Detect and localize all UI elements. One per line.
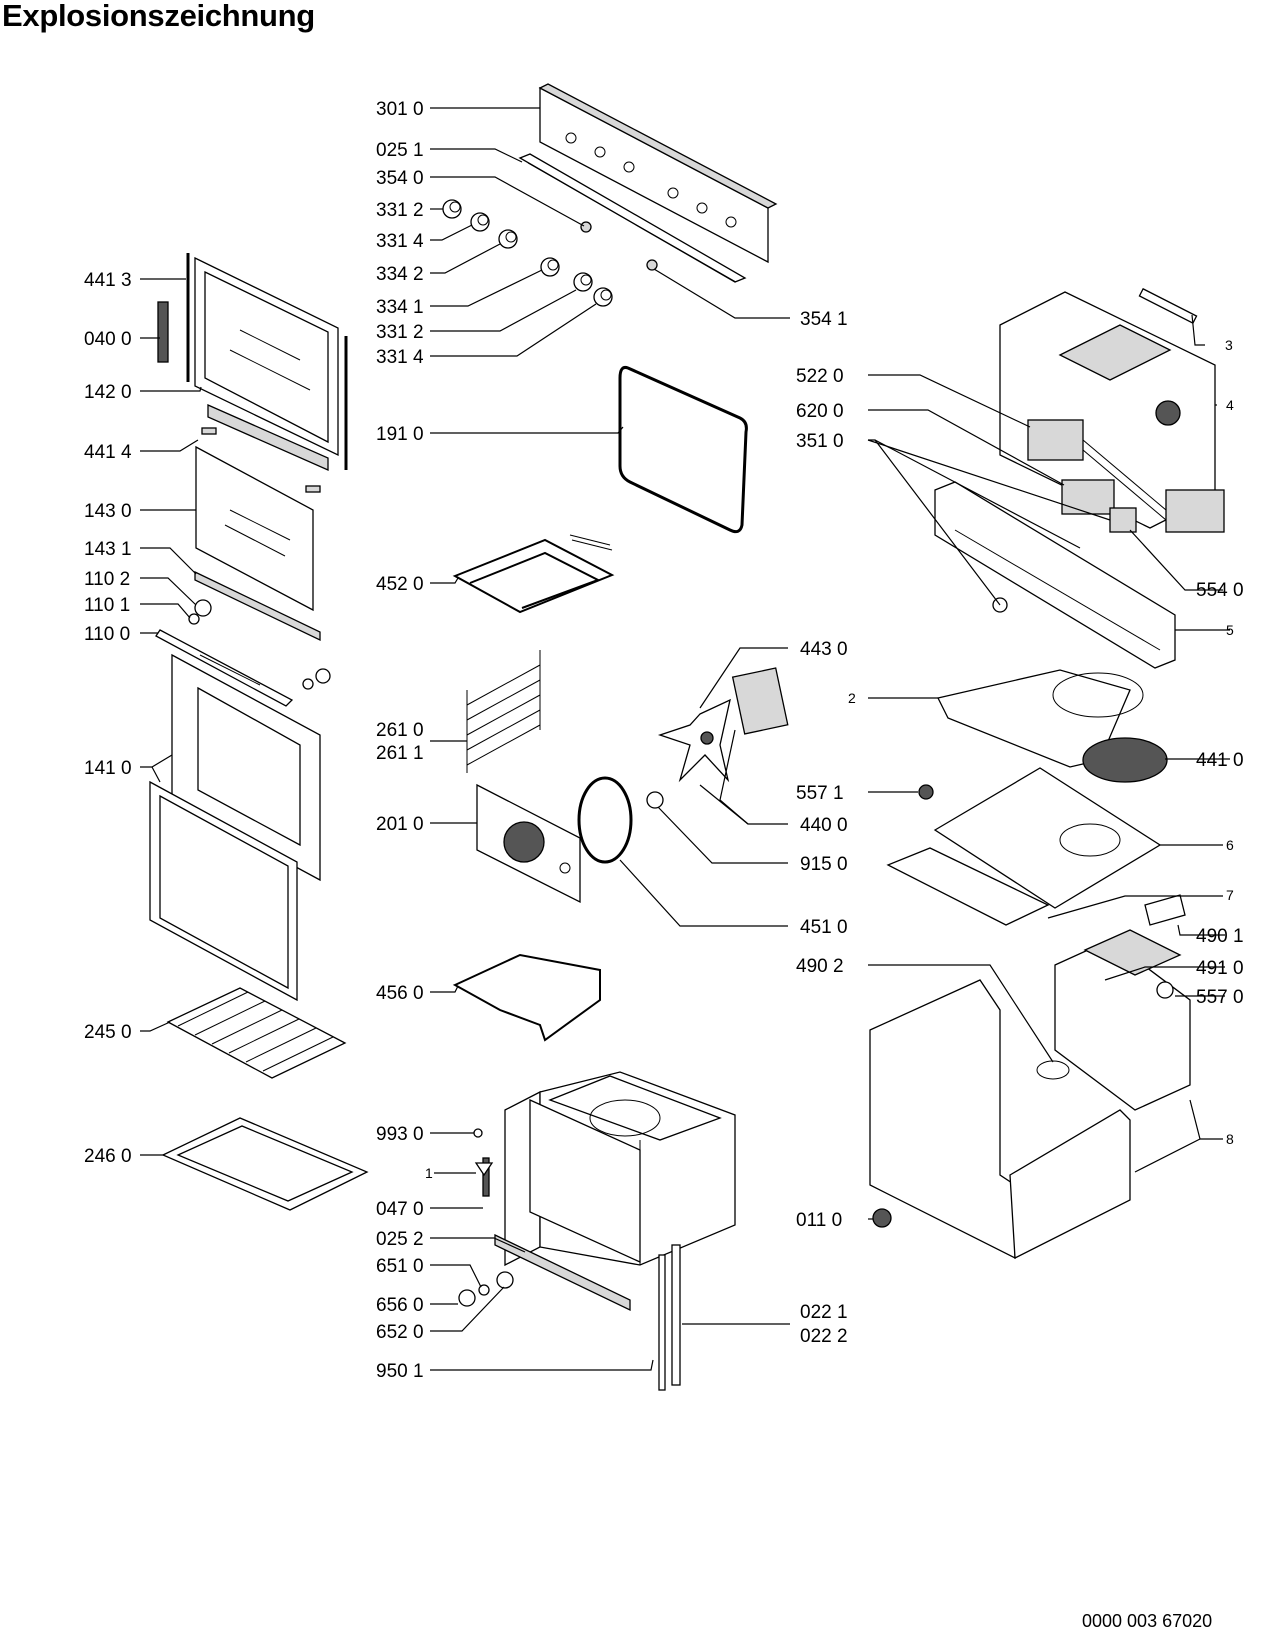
part-label: 354 1 bbox=[800, 309, 848, 330]
part-label: 354 0 bbox=[376, 168, 424, 189]
oven-housing bbox=[869, 894, 1191, 1260]
part-label: 331 4 bbox=[376, 347, 424, 368]
part-label: 246 0 bbox=[84, 1146, 132, 1167]
part-label: 040 0 bbox=[84, 329, 132, 350]
part-label: 301 0 bbox=[376, 99, 424, 120]
part-label: 141 0 bbox=[84, 758, 132, 779]
part-label: 490 2 bbox=[796, 956, 844, 977]
hinge-parts bbox=[155, 599, 331, 707]
part-label: 440 0 bbox=[800, 815, 848, 836]
part-label: 201 0 bbox=[376, 814, 424, 835]
part-label: 451 0 bbox=[800, 917, 848, 938]
part-label: 651 0 bbox=[376, 1256, 424, 1277]
part-label: 142 0 bbox=[84, 382, 132, 403]
group-label: 8 bbox=[1226, 1131, 1234, 1147]
part-label: 022 2 bbox=[800, 1326, 848, 1347]
inner-glass-pane bbox=[195, 445, 314, 612]
part-label: 047 0 bbox=[376, 1199, 424, 1220]
part-label: 143 0 bbox=[84, 501, 132, 522]
cooling-plate-assembly bbox=[999, 287, 1216, 529]
part-label: 452 0 bbox=[376, 574, 424, 595]
part-label: 022 1 bbox=[800, 1302, 848, 1323]
shelf-runners bbox=[466, 650, 541, 773]
part-label: 110 2 bbox=[84, 569, 130, 590]
fan-motor-assembly bbox=[577, 667, 789, 864]
part-label: 557 1 bbox=[796, 783, 844, 804]
part-label: 143 1 bbox=[84, 539, 132, 560]
lower-heating-element bbox=[452, 953, 601, 1042]
page-title: Explosionszeichnung bbox=[2, 0, 315, 33]
part-label: 334 2 bbox=[376, 264, 424, 285]
part-label: 441 4 bbox=[84, 442, 132, 463]
outer-door-glass bbox=[149, 653, 321, 1002]
fan-cover-panel bbox=[476, 783, 581, 904]
part-label: 110 0 bbox=[84, 624, 130, 645]
part-label: 011 0 bbox=[796, 1210, 842, 1231]
control-panel-fascia bbox=[538, 83, 778, 264]
part-label: 261 1 bbox=[376, 743, 424, 764]
switch-components bbox=[1027, 419, 1225, 533]
part-number-labels: 301 0 025 1 354 0 331 2 331 4 334 2 334 … bbox=[84, 99, 1244, 1382]
part-label: 443 0 bbox=[800, 639, 848, 660]
part-label: 554 0 bbox=[1196, 580, 1244, 601]
part-label: 456 0 bbox=[376, 983, 424, 1004]
part-label: 652 0 bbox=[376, 1322, 424, 1343]
control-knobs bbox=[442, 199, 658, 307]
group-number-labels: 1 2 3 4 5 6 7 8 bbox=[425, 337, 1234, 1181]
part-label: 915 0 bbox=[800, 854, 848, 875]
group-label: 7 bbox=[1226, 887, 1234, 903]
part-label: 522 0 bbox=[796, 366, 844, 387]
door-seal bbox=[618, 366, 748, 534]
part-label: 331 2 bbox=[376, 200, 424, 221]
part-label: 490 1 bbox=[1196, 926, 1244, 947]
group-label: 3 bbox=[1225, 337, 1233, 353]
wire-shelf bbox=[166, 987, 347, 1079]
part-label: 351 0 bbox=[796, 431, 844, 452]
part-label: 025 2 bbox=[376, 1229, 424, 1250]
grill-heating-element bbox=[452, 534, 615, 614]
part-label: 656 0 bbox=[376, 1295, 424, 1316]
fan-housing bbox=[918, 669, 1168, 800]
glass-support-strip bbox=[194, 570, 321, 642]
fixings bbox=[458, 1128, 514, 1307]
part-label: 441 3 bbox=[84, 270, 132, 291]
part-label: 620 0 bbox=[796, 401, 844, 422]
part-label: 261 0 bbox=[376, 720, 424, 741]
part-label: 334 1 bbox=[376, 297, 424, 318]
part-label: 025 1 bbox=[376, 140, 424, 161]
part-sketches bbox=[149, 83, 1225, 1391]
part-label: 331 2 bbox=[376, 322, 424, 343]
group-label: 4 bbox=[1226, 397, 1234, 413]
part-label: 491 0 bbox=[1196, 958, 1244, 979]
group-label: 2 bbox=[848, 690, 856, 706]
group-label: 6 bbox=[1226, 837, 1234, 853]
group-label: 1 bbox=[425, 1165, 433, 1181]
door-frame-assembly bbox=[157, 253, 348, 493]
part-label: 950 1 bbox=[376, 1361, 424, 1382]
part-label: 191 0 bbox=[376, 424, 424, 445]
part-label: 331 4 bbox=[376, 231, 424, 252]
part-label: 993 0 bbox=[376, 1124, 424, 1145]
part-label: 245 0 bbox=[84, 1022, 132, 1043]
part-label: 441 0 bbox=[1196, 750, 1244, 771]
baking-tray bbox=[161, 1117, 369, 1211]
base-plates bbox=[886, 767, 1162, 926]
leader-lines bbox=[140, 107, 1230, 1371]
part-label: 110 1 bbox=[84, 595, 130, 616]
part-label: 557 0 bbox=[1196, 987, 1244, 1008]
oven-cavity bbox=[482, 1071, 736, 1391]
document-number: 0000 003 67020 bbox=[1082, 1611, 1213, 1631]
group-label: 5 bbox=[1226, 622, 1234, 638]
